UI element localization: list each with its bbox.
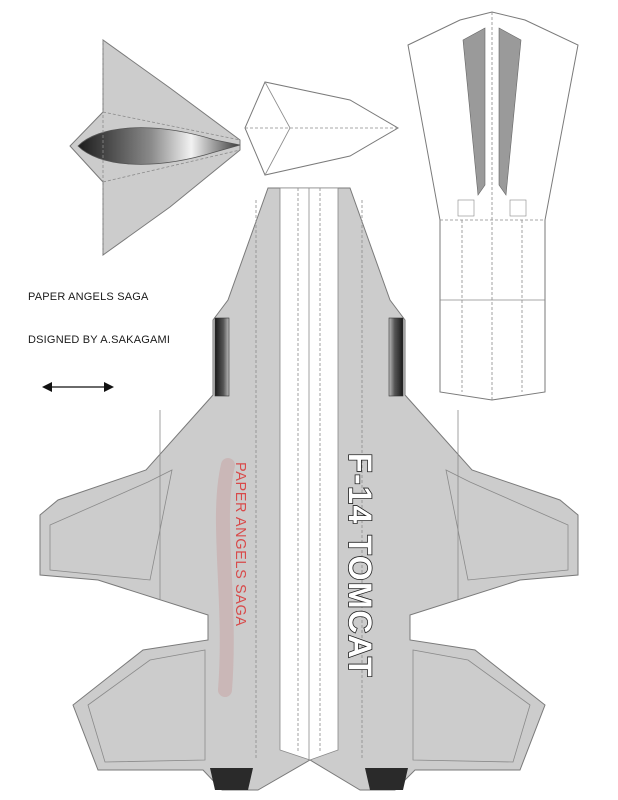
tab-slot	[509, 199, 527, 217]
series-credit-label: PAPER ANGELS SAGA	[28, 291, 149, 303]
nose-canopy-piece	[69, 39, 241, 256]
canopy-glass	[77, 127, 241, 165]
worn-smudge	[215, 458, 235, 697]
right-fin-inlay	[498, 27, 522, 196]
tail-fin-piece	[407, 11, 579, 401]
right-tailplane-outline	[412, 649, 531, 763]
left-wing-outline	[49, 469, 173, 581]
fuselage-piece: PAPER ANGELS SAGA F-14 TOMCAT	[39, 187, 579, 791]
right-intake	[388, 317, 404, 397]
fuselage-series-mark: PAPER ANGELS SAGA	[232, 462, 248, 627]
left-tailplane-outline	[87, 649, 206, 763]
right-wing-outline	[445, 469, 569, 581]
tab-slot	[457, 199, 475, 217]
left-intake	[214, 317, 230, 397]
left-exhaust	[210, 768, 253, 790]
nose-cone-piece	[244, 81, 399, 176]
nose-cone-panel	[244, 81, 399, 176]
fold-line	[102, 149, 241, 183]
fuselage-title: F-14 TOMCAT	[342, 453, 378, 678]
fold-line	[264, 81, 291, 129]
right-exhaust	[365, 768, 408, 790]
fold-line	[264, 127, 291, 176]
tail-panel	[407, 11, 579, 401]
double-headed-arrow	[42, 382, 114, 392]
left-fin-inlay	[462, 27, 486, 196]
fold-line	[102, 111, 241, 141]
designer-credit-label: DSIGNED BY A.SAKAGAMI	[28, 334, 171, 346]
